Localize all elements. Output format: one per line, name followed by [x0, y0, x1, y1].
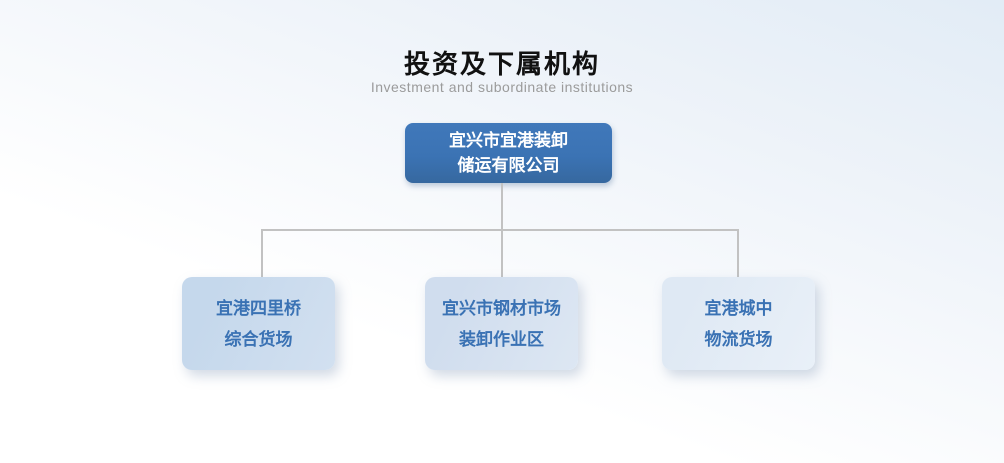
org-node-child-1-line1: 宜港四里桥 — [216, 298, 301, 318]
org-node-child-3-line1: 宜港城中 — [704, 298, 773, 318]
connector-drop-right — [737, 229, 739, 277]
org-node-child-1-line2: 综合货场 — [224, 329, 293, 349]
page-title: 投资及下属机构 — [403, 49, 600, 79]
org-node-root-line2: 储运有限公司 — [457, 156, 560, 175]
org-node-child-3-line2: 物流货场 — [704, 329, 773, 349]
org-node-child-2: 宜兴市钢材市场 装卸作业区 — [425, 277, 578, 370]
org-node-child-1: 宜港四里桥 综合货场 — [182, 277, 335, 370]
org-node-root: 宜兴市宜港装卸 储运有限公司 — [405, 123, 612, 183]
org-node-child-3: 宜港城中 物流货场 — [662, 277, 815, 370]
connector-horizontal-rail — [261, 229, 739, 231]
org-node-root-line1: 宜兴市宜港装卸 — [449, 131, 568, 150]
connector-root-stem — [501, 183, 503, 231]
connector-drop-middle — [501, 229, 503, 277]
org-node-child-2-line2: 装卸作业区 — [459, 329, 544, 349]
connector-drop-left — [261, 229, 263, 277]
org-node-child-2-line1: 宜兴市钢材市场 — [442, 298, 561, 318]
page-subtitle: Investment and subordinate institutions — [370, 79, 634, 95]
